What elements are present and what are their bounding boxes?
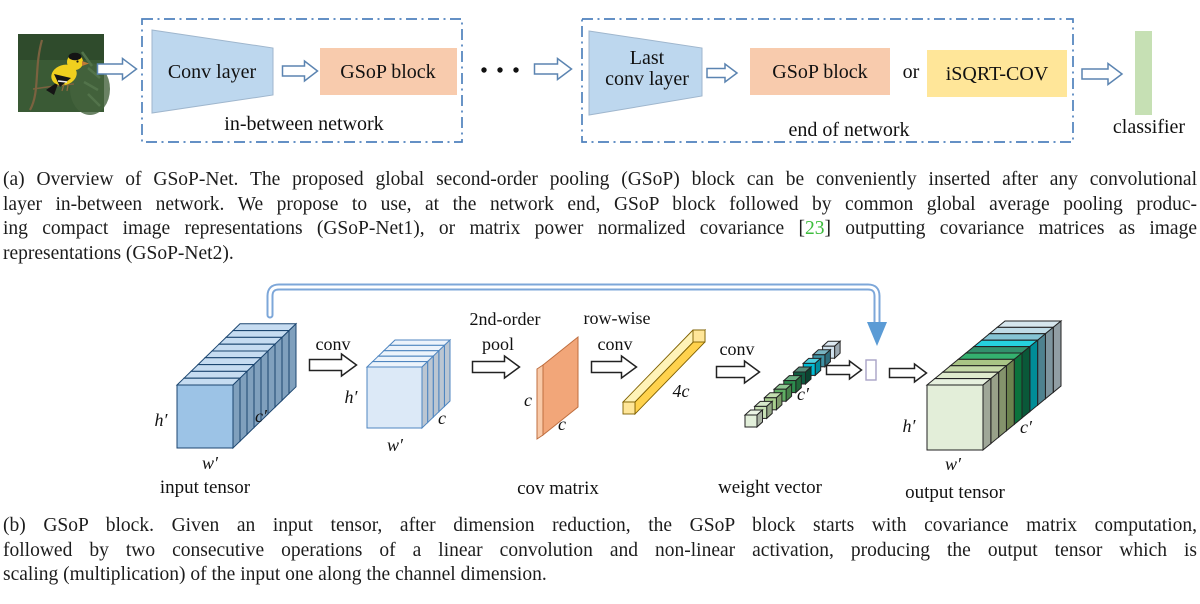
caption-a-line1: (a) Overview of GSoP-Net. The proposed g…: [3, 169, 1197, 190]
caption-a-line3-post: ] outputting covariance matrices as imag…: [824, 218, 1197, 240]
to-output-arrow: [888, 362, 928, 384]
conv1-arrow: [308, 352, 358, 378]
caption-a-line4: representations (GSoP-Net2).: [3, 242, 234, 264]
caption-a-line3: ing compact image representations (GSoP-…: [3, 217, 1197, 242]
output-w-label: w′: [945, 454, 962, 474]
or-label: or: [903, 61, 920, 83]
rowwise-op-label-line1: row-wise: [584, 308, 651, 328]
cov-c-bottom-label: c: [558, 414, 566, 434]
conv2-arrow: [715, 359, 761, 385]
in-between-network-box: [141, 18, 463, 143]
ellipsis-dots: [481, 67, 519, 73]
conv1-op-label: conv: [316, 334, 351, 354]
weight-vector-label: weight vector: [718, 477, 823, 498]
cov-matrix-label: cov matrix: [517, 478, 599, 499]
end-of-network-box: [581, 18, 1074, 143]
in-between-network-label: in-between network: [224, 113, 383, 135]
flow-arrow-conv-gsop: [281, 59, 319, 83]
panel-a-diagram: Conv layer GSoP block in-between network…: [18, 18, 1186, 143]
end-of-network-label: end of network: [788, 119, 909, 141]
isqrt-cov-label: iSQRT-COV: [946, 63, 1049, 85]
weight-vector-c-label: c′: [797, 384, 810, 404]
gsop-block-2-label: GSoP block: [772, 61, 867, 83]
last-conv-label-line1: Last: [630, 47, 665, 69]
output-tensor-label: output tensor: [905, 482, 1005, 503]
input-h-label: h′: [155, 410, 169, 430]
skip-connection-arrow: [266, 283, 887, 346]
reduced-w-label: w′: [387, 435, 404, 455]
reduced-h-label: h′: [345, 387, 359, 407]
conv2-op-label: conv: [720, 339, 755, 359]
flow-arrow-dots-end: [533, 57, 573, 81]
caption-a-line2: layer in-between network. We propose to …: [3, 193, 1197, 215]
input-tensor-label: input tensor: [160, 477, 251, 498]
rowwise-op-label-line2: conv: [598, 334, 633, 354]
last-conv-label-line2: conv layer: [605, 68, 689, 90]
gsop-block-1-label: GSoP block: [340, 61, 435, 83]
caption-b-line1: (b) GSoP block. Given an input tensor, a…: [3, 515, 1197, 536]
flow-arrow-classifier: [1081, 62, 1124, 86]
panel-b-diagram: h′ w′ c′ input tensor conv h′ w′ c 2nd-o…: [155, 283, 1063, 503]
caption-a: (a) Overview of GSoP-Net. The proposed g…: [3, 168, 1197, 266]
conv-layer-label: Conv layer: [168, 61, 257, 83]
reduced-tensor-stack: [365, 338, 452, 430]
pool-op-label-line1: 2nd-order: [470, 309, 541, 329]
input-c-label: c′: [255, 406, 268, 426]
isqrt-cov-box: [927, 50, 1067, 97]
output-tensor-stack: [925, 319, 1063, 452]
flow-arrow-lastconv-gsop: [706, 62, 739, 84]
weight-vector-stack: [743, 340, 842, 429]
caption-b-line2: followed by two consecutive operations o…: [3, 539, 1197, 561]
citation-23[interactable]: 23: [804, 218, 825, 240]
input-w-label: w′: [202, 453, 219, 473]
caption-a-line3-pre: ing compact image representations (GSoP-…: [3, 218, 805, 240]
4c-vector-bar: [621, 328, 707, 416]
pool-op-label-line2: pool: [482, 334, 514, 354]
classifier-bar: [1135, 31, 1152, 115]
classifier-label: classifier: [1113, 116, 1186, 138]
flow-arrow-input: [96, 57, 138, 81]
cov-c-left-label: c: [524, 390, 532, 410]
conv-layer-trapezoid: [151, 29, 274, 114]
cov-matrix-shape: [536, 335, 579, 440]
caption-b-line3: scaling (multiplication) of the input on…: [3, 564, 547, 586]
caption-b: (b) GSoP block. Given an input tensor, a…: [3, 514, 1197, 588]
gsop-block-box-2: [750, 48, 890, 95]
reduced-c-label: c: [438, 408, 446, 428]
output-h-label: h′: [903, 416, 917, 436]
input-tensor-stack: [175, 322, 298, 450]
to-multiply-arrow: [825, 359, 863, 381]
output-c-label: c′: [1020, 417, 1033, 437]
goldfinch-photo: [18, 34, 110, 115]
bar-4c-label: 4c: [673, 381, 690, 401]
last-conv-trapezoid: [588, 30, 703, 116]
multiply-box: [865, 359, 877, 381]
gsop-block-box-1: [320, 48, 457, 95]
pool-arrow: [471, 354, 521, 380]
rowwise-arrow: [590, 354, 638, 380]
